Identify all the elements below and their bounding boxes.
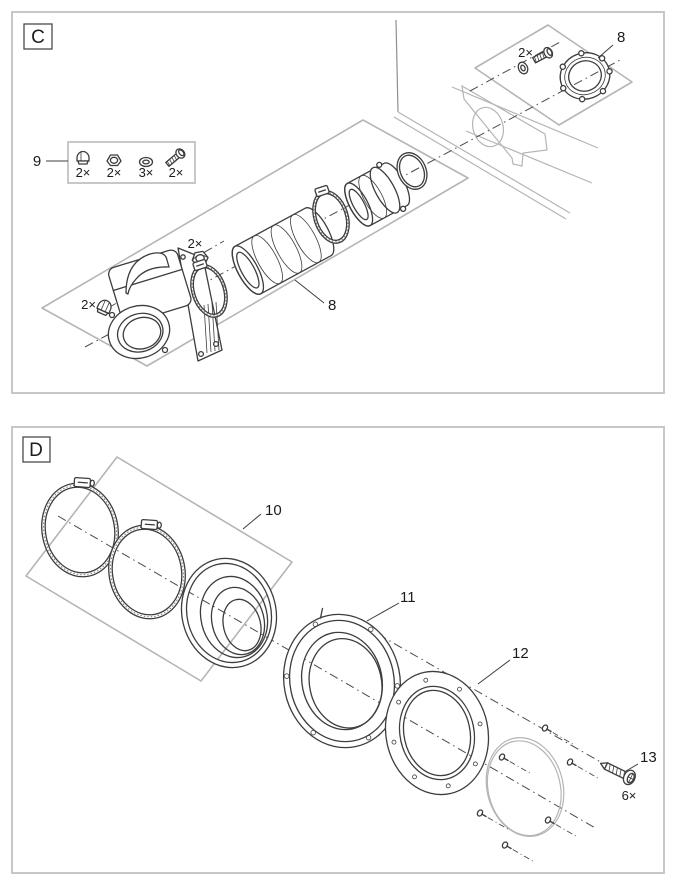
- cap-nut-icon: [76, 150, 90, 165]
- panel-c: C 2× 2× 3: [11, 11, 665, 394]
- screw-13: [599, 762, 636, 786]
- exploded-plane-d: [25, 456, 293, 682]
- cap-nut-qty: 2×: [81, 297, 96, 312]
- slide-valve: [107, 247, 223, 362]
- ring-nut: [559, 50, 613, 103]
- valve-flange: [107, 304, 171, 360]
- panel-d-border: [11, 426, 665, 874]
- mounting-screws: [476, 724, 600, 863]
- hose-clamp: [312, 184, 350, 244]
- leader-10: [242, 513, 262, 530]
- panel-c-label: C: [31, 27, 45, 48]
- kit-screw-qty: 2×: [169, 165, 184, 180]
- leader-12: [477, 659, 511, 685]
- membrane-disc: [485, 737, 565, 837]
- ring-flange-11: [282, 607, 402, 749]
- tank-wall: [393, 19, 599, 220]
- flat-flange-12: [384, 670, 490, 796]
- leader-8-inset: [597, 44, 614, 59]
- callout-8-main: 8: [328, 297, 336, 314]
- small-screw-icon: [541, 724, 575, 746]
- cap-nut: [96, 299, 112, 317]
- centerline-main-d: [57, 515, 598, 830]
- panel-d-label: D: [29, 440, 43, 461]
- o-ring-icon: [138, 156, 154, 168]
- small-screw-icon: [501, 841, 535, 863]
- rubber-boot: [180, 557, 278, 669]
- small-screw-icon: [566, 758, 600, 780]
- panel-d: D: [11, 426, 665, 874]
- leader-13: [625, 763, 639, 772]
- leader-11: [366, 602, 400, 622]
- kit-hex-nut-qty: 2×: [107, 165, 122, 180]
- callout-13: 13: [640, 749, 657, 766]
- panel-c-label-box: [23, 23, 53, 50]
- small-screw-icon: [476, 809, 510, 831]
- hardware-kit-9: 2× 2× 3× 2× 9: [33, 141, 196, 184]
- wall-hole: [471, 106, 505, 148]
- kit-box: [67, 141, 196, 184]
- callout-10: 10: [265, 502, 282, 519]
- hose: [231, 207, 335, 295]
- small-screw-icon: [498, 753, 532, 775]
- large-hose-clamp: [41, 476, 119, 578]
- panel-d-label-box: [22, 436, 51, 463]
- washer: [517, 61, 529, 75]
- hose-clamp: [190, 258, 228, 318]
- callout-12: 12: [512, 645, 529, 662]
- callout-9: 9: [33, 153, 41, 170]
- o-ring: [396, 152, 428, 190]
- screw-13-qty: 6×: [622, 788, 637, 803]
- kit-screw-icon: [165, 148, 186, 167]
- kit-o-ring-qty: 3×: [139, 165, 154, 180]
- exploded-plane-8-inset: [474, 24, 633, 126]
- inset-screw: [531, 46, 554, 64]
- callout-11: 11: [400, 589, 416, 606]
- hose-connector: [344, 161, 411, 227]
- hex-nut-qty: 2×: [188, 236, 203, 251]
- inset-screw-qty: 2×: [518, 45, 533, 60]
- valve-handle: [125, 252, 170, 295]
- callout-8-inset: 8: [617, 29, 625, 46]
- small-screw-icon: [544, 816, 578, 838]
- leader-8-main: [294, 279, 325, 304]
- hex-nut-icon: [106, 154, 122, 167]
- kit-cap-nut-qty: 2×: [76, 165, 91, 180]
